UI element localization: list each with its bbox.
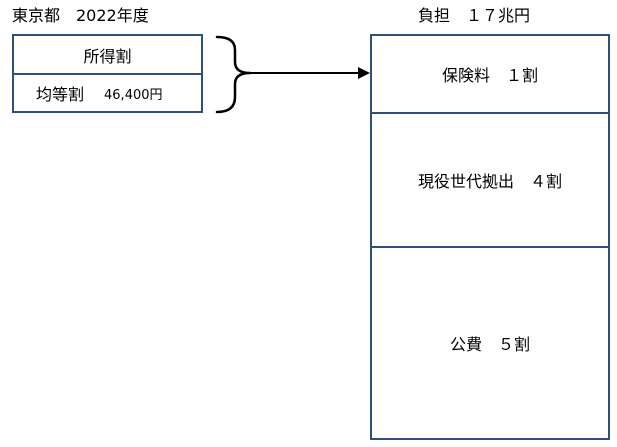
per-capita-amount: 46,400円 [104,87,163,103]
right-divider-2 [372,246,608,248]
public-funds-share-label: 公費 ５割 [449,335,530,354]
left-title: 東京都 2022年度 [12,6,149,25]
right-divider-1 [372,112,608,114]
right-title: 負担 １７兆円 [418,6,531,25]
per-capita-label: 均等割 [36,85,85,104]
working-generation-share-cell: 現役世代拠出 ４割 [372,114,608,246]
per-capita-cell: 均等割 46,400円 [14,75,201,111]
burden-breakdown-box: 保険料 １割 現役世代拠出 ４割 公費 ５割 [370,34,610,440]
premium-share-label: 保険料 １割 [441,66,538,85]
income-based-label: 所得割 [83,46,132,66]
premium-share-cell: 保険料 １割 [372,36,608,112]
left-divider [14,73,201,75]
public-funds-share-cell: 公費 ５割 [372,248,608,438]
right-arrow-icon [358,67,370,79]
right-curly-brace-icon [215,35,252,114]
working-generation-share-label: 現役世代拠出 ４割 [417,172,562,191]
tokyo-premium-box: 所得割 均等割 46,400円 [12,34,203,113]
income-based-cell: 所得割 [14,36,201,73]
